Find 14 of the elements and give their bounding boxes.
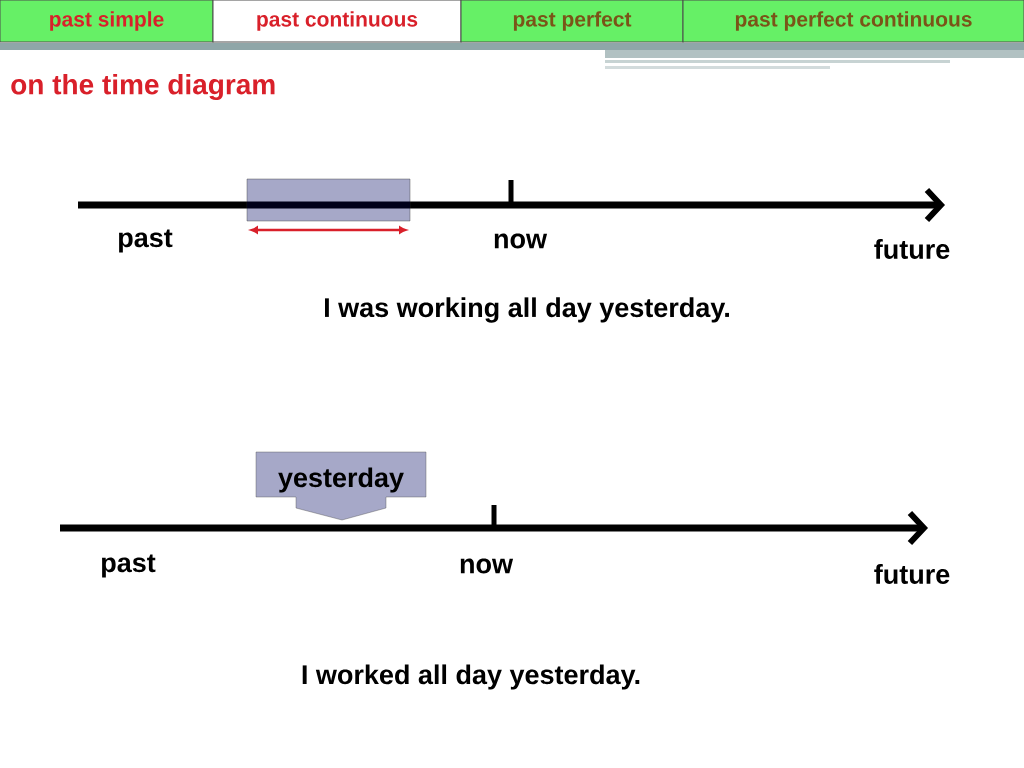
slide-title: on the time diagram xyxy=(11,73,275,101)
example-sentence: I was working all day yesterday. xyxy=(324,297,729,323)
timeline-label: now xyxy=(494,233,548,249)
tab: past perfect xyxy=(460,0,684,43)
timeline-label: future xyxy=(874,564,950,584)
timeline-label: past xyxy=(119,229,173,253)
timeline-label: now xyxy=(460,558,514,574)
tab: past simple xyxy=(0,0,214,43)
tab: past continuous xyxy=(212,0,462,43)
timeline-label: future xyxy=(874,239,950,259)
tab: past perfect continuous xyxy=(682,0,1024,43)
timeline-label: past xyxy=(102,554,156,578)
example-sentence: I worked all day yesterday. xyxy=(302,664,640,690)
duration-box xyxy=(246,178,411,222)
